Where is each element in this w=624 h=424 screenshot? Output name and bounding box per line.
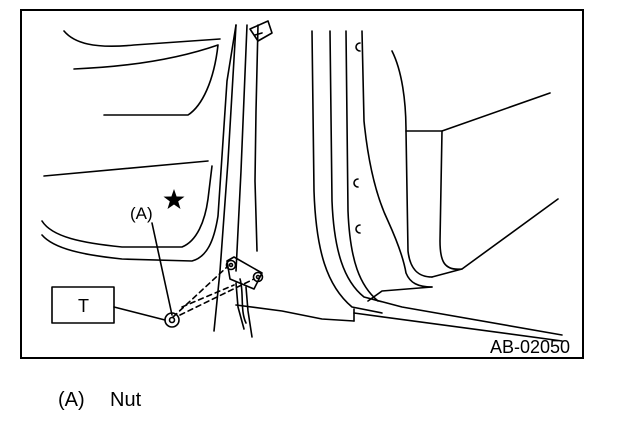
body-hole-marks bbox=[353, 42, 361, 234]
torque-box bbox=[51, 286, 115, 324]
legend-key: (A) bbox=[58, 389, 85, 411]
figure-frame: (A) T AB-02050 bbox=[20, 9, 584, 359]
legend: (A) Nut bbox=[58, 388, 141, 412]
star-icon bbox=[163, 189, 185, 209]
hinge-assembly bbox=[172, 256, 264, 338]
torque-box-label: T bbox=[78, 296, 89, 316]
torque-leader-line bbox=[113, 306, 166, 321]
body-side-panel bbox=[235, 30, 563, 342]
legend-description: Nut bbox=[110, 389, 142, 411]
figure-id: AB-02050 bbox=[490, 337, 570, 357]
pillar-lines bbox=[213, 20, 273, 332]
callout-leader-line bbox=[151, 222, 173, 316]
door-panel-lines bbox=[41, 24, 237, 262]
door-hinge-diagram: (A) T AB-02050 bbox=[41, 20, 570, 357]
callout-label: (A) bbox=[130, 204, 153, 223]
